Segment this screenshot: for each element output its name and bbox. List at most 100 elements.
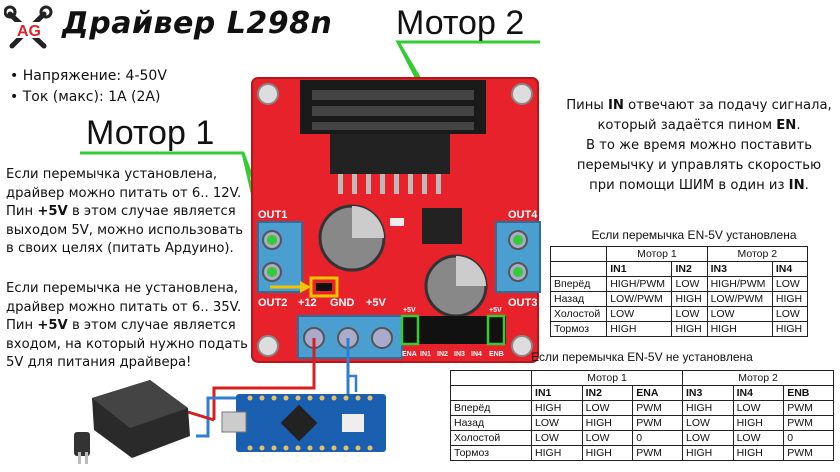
table-cell: LOW [681, 430, 734, 446]
table-cell: HIGH [531, 400, 583, 416]
table-cell: Вперёд [449, 400, 533, 416]
logo: AG [3, 4, 54, 52]
label-enb-5v: +5V [489, 307, 502, 314]
table-cell: Тормоз [549, 321, 608, 337]
table-cell: PWM [783, 445, 834, 461]
table-cell: IN1 [531, 385, 583, 401]
table-cell: HIGH [681, 400, 734, 416]
table-jumper-not-installed: Мотор 1 Мотор 2 IN1 IN2 ENA IN3 IN4 ENB … [449, 370, 835, 461]
page-title: Драйвер L298n [62, 6, 333, 41]
tools-logo-icon: AG [3, 5, 53, 49]
table-cell: LOW/PWM [706, 291, 773, 307]
spec-voltage: Напряжение: 4-50V [10, 66, 167, 87]
table-cell: HIGH [732, 445, 785, 461]
label-enb: ENB [489, 351, 504, 358]
power-adapter-icon [74, 380, 190, 464]
label-out2: OUT2 [258, 297, 287, 309]
table-cell: PWM [783, 415, 834, 431]
table-cell: LOW [671, 306, 708, 322]
table-cell: PWM [632, 400, 683, 416]
label-ena: ENA [402, 351, 417, 358]
table-cell: LOW [581, 430, 634, 446]
table-cell: HIGH/PWM [606, 276, 673, 292]
label-out1: OUT1 [258, 209, 287, 221]
table-cell: IN3 [706, 261, 773, 277]
table-cell: 0 [632, 430, 683, 446]
table-cell: HIGH [531, 445, 583, 461]
pins-note: Пины IN отвечают за подачу сигнала, кото… [566, 98, 832, 193]
table-cell: Холостой [449, 430, 533, 446]
table-cell: Назад [549, 291, 608, 307]
table-cell: 0 [783, 430, 834, 446]
table1-caption: Если перемычка EN-5V установлена [591, 228, 797, 242]
mount-hole-br [511, 335, 533, 357]
table2-caption: Если перемычка EN-5V не установлена [531, 350, 753, 364]
wire-gnd-arduino [346, 360, 358, 392]
table-cell: HIGH [732, 415, 785, 431]
regulator [422, 208, 462, 244]
table-cell: HIGH/PWM [706, 276, 773, 292]
table-cell: HIGH [606, 321, 673, 337]
table-cell: HIGH [681, 445, 734, 461]
table-cell: LOW [531, 415, 583, 431]
table-cell: PWM [632, 445, 683, 461]
table-cell: IN2 [581, 385, 634, 401]
table-cell: HIGH [581, 445, 634, 461]
table-cell: Тормоз [449, 445, 533, 461]
table-cell: LOW [732, 430, 785, 446]
table-cell: HIGH [706, 321, 773, 337]
note-jumper-not-installed: Если перемычка не установлена, драйвер м… [6, 281, 248, 371]
table-cell: LOW [531, 430, 583, 446]
note-jumper-installed: Если перемычка установлена, драйвер можн… [6, 167, 244, 257]
mount-hole-bl [257, 335, 279, 357]
table-cell: LOW [681, 415, 734, 431]
table-cell: ENA [632, 385, 683, 401]
terminal-out1-out2 [257, 221, 303, 293]
mount-hole-tl [257, 83, 279, 105]
table-cell: LOW/PWM [606, 291, 673, 307]
label-out3: OUT3 [508, 297, 537, 309]
table-cell: Назад [449, 415, 533, 431]
table-cell: PWM [783, 400, 834, 416]
table-cell: LOW [581, 400, 634, 416]
label-in3: IN3 [454, 351, 465, 358]
table-cell: HIGH [771, 321, 809, 337]
table-cell: Мотор 2 [681, 370, 835, 386]
mount-hole-tr [511, 83, 533, 105]
table-cell: LOW [606, 306, 673, 322]
table-cell: LOW [771, 276, 809, 292]
label-v12: +12 [298, 297, 317, 309]
label-ena-5v: +5V [403, 307, 416, 314]
table-cell: HIGH [671, 321, 708, 337]
spec-current: Ток (макс): 1А (2А) [10, 87, 167, 108]
label-in4: IN4 [471, 351, 482, 358]
label-v5: +5V [366, 297, 387, 309]
table-cell: LOW [771, 306, 809, 322]
label-out4: OUT4 [508, 209, 538, 221]
table-cell [549, 261, 608, 277]
table-cell: Холостой [549, 306, 608, 322]
table-cell: IN4 [732, 385, 785, 401]
table-cell: Мотор 2 [706, 246, 809, 262]
table-cell: HIGH [671, 291, 708, 307]
table-cell [449, 385, 533, 401]
table-cell: IN2 [671, 261, 708, 277]
table-cell [449, 370, 533, 386]
table-cell [549, 246, 608, 262]
table-cell: LOW [732, 400, 785, 416]
table-cell: IN4 [771, 261, 809, 277]
motor2-label: Мотор 2 [396, 4, 525, 42]
wire-12v [212, 338, 316, 420]
table-cell: IN3 [681, 385, 734, 401]
wire-gnd [196, 338, 350, 438]
table-cell: HIGH [581, 415, 634, 431]
